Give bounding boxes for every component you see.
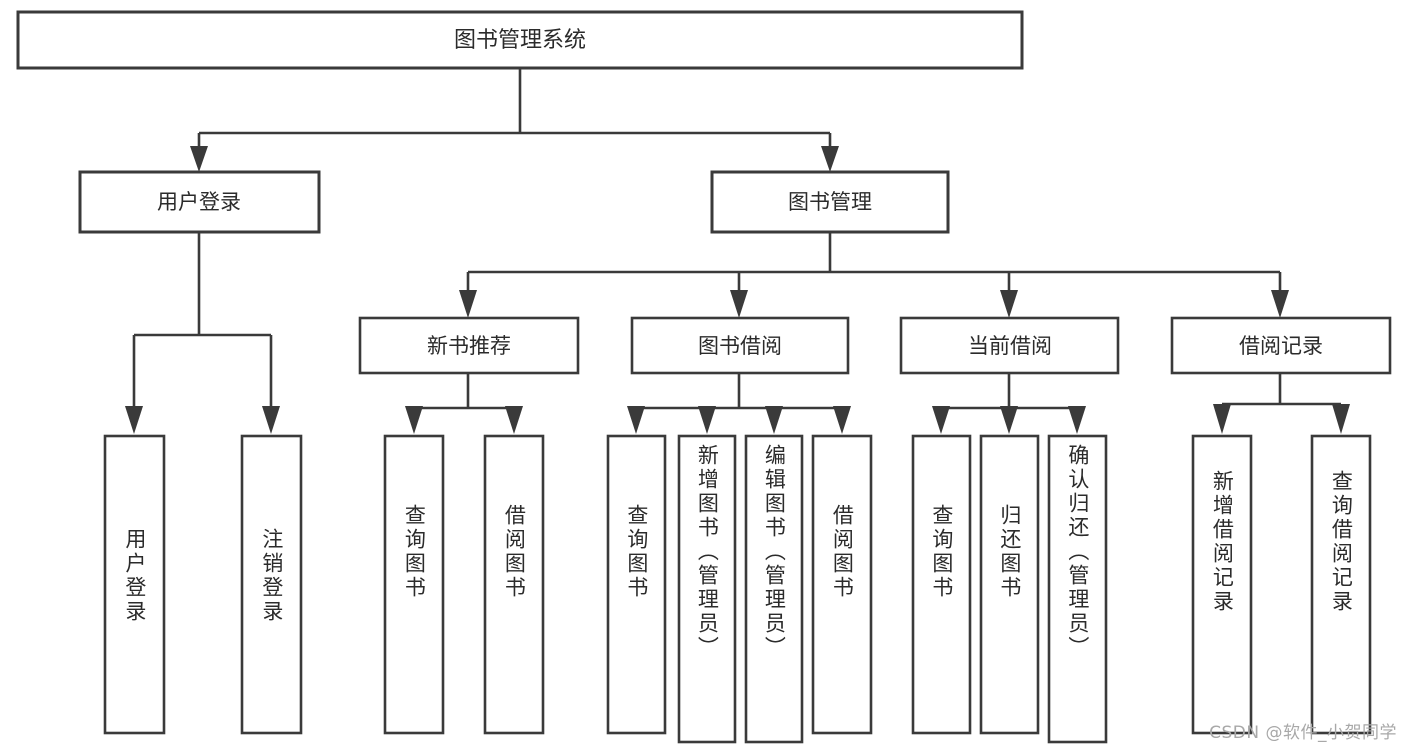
node-new-book-rec-label: 新书推荐	[427, 334, 511, 358]
arrowhead-leaf-user-login	[125, 406, 143, 434]
leaf-box-query-book-3[interactable]	[911, 434, 972, 735]
arrowhead-borrow-record	[1271, 290, 1289, 318]
leaf-box-user-login[interactable]	[103, 434, 166, 735]
node-user-login-label: 用户登录	[157, 190, 241, 214]
node-borrow-record[interactable]: 借阅记录	[1170, 316, 1392, 375]
arrowhead-current-borrow	[1000, 290, 1018, 318]
node-book-manage-label: 图书管理	[788, 190, 872, 214]
node-book-borrow[interactable]: 图书借阅	[630, 316, 850, 375]
arrowhead-leaf-user-logout	[262, 406, 280, 434]
node-new-book-rec-box[interactable]	[358, 316, 580, 375]
arrowhead-leaf-confirm-return	[1068, 406, 1086, 434]
leaf-box-add-book[interactable]	[677, 434, 737, 744]
arrowhead-new-book-rec	[459, 290, 477, 318]
arrowhead-book-manage	[821, 146, 839, 172]
leaf-box-user-logout[interactable]	[240, 434, 303, 735]
arrowhead-leaf-return-book	[1000, 406, 1018, 434]
arrowhead-leaf-add-book	[698, 406, 716, 434]
node-current-borrow-label: 当前借阅	[968, 334, 1052, 358]
arrowhead-leaf-query-record	[1332, 404, 1350, 434]
leaf-box-add-record[interactable]	[1191, 434, 1253, 735]
node-book-manage[interactable]: 图书管理	[710, 170, 950, 234]
arrowhead-leaf-query-book-3	[932, 406, 950, 434]
node-book-borrow-box[interactable]	[630, 316, 850, 375]
node-current-borrow[interactable]: 当前借阅	[899, 316, 1120, 375]
connector-group	[125, 68, 1350, 434]
node-user-login[interactable]: 用户登录	[78, 170, 321, 234]
arrowhead-leaf-add-record	[1213, 404, 1231, 434]
node-book-manage-box[interactable]	[710, 170, 950, 234]
leaf-box-return-book[interactable]	[979, 434, 1040, 735]
arrowhead-book-borrow	[730, 290, 748, 318]
arrowhead-leaf-edit-book	[765, 406, 783, 434]
leaf-box-edit-book[interactable]	[744, 434, 804, 744]
node-book-borrow-label: 图书借阅	[698, 334, 782, 358]
arrowhead-user-login	[190, 146, 208, 172]
leaf-box-borrow-book-2[interactable]	[811, 434, 873, 735]
arrowhead-leaf-borrow-book-1	[505, 406, 523, 434]
node-root-label: 图书管理系统	[454, 28, 586, 53]
leaf-box-query-book-2[interactable]	[606, 434, 667, 735]
leaf-box-query-record[interactable]	[1310, 434, 1372, 735]
node-new-book-rec[interactable]: 新书推荐	[358, 316, 580, 375]
arrowhead-leaf-query-book-1	[405, 406, 423, 434]
leaf-box-query-book-1[interactable]	[383, 434, 445, 735]
node-user-login-box[interactable]	[78, 170, 321, 234]
leaf-box-confirm-return[interactable]	[1047, 434, 1108, 744]
node-borrow-record-box[interactable]	[1170, 316, 1392, 375]
node-root[interactable]: 图书管理系统	[16, 10, 1024, 70]
node-root-box[interactable]	[16, 10, 1024, 70]
arrowhead-leaf-borrow-book-2	[833, 406, 851, 434]
node-borrow-record-label: 借阅记录	[1239, 334, 1323, 358]
node-current-borrow-box[interactable]	[899, 316, 1120, 375]
arrowhead-leaf-query-book-2	[627, 406, 645, 434]
leaf-box-borrow-book-1[interactable]	[483, 434, 545, 735]
